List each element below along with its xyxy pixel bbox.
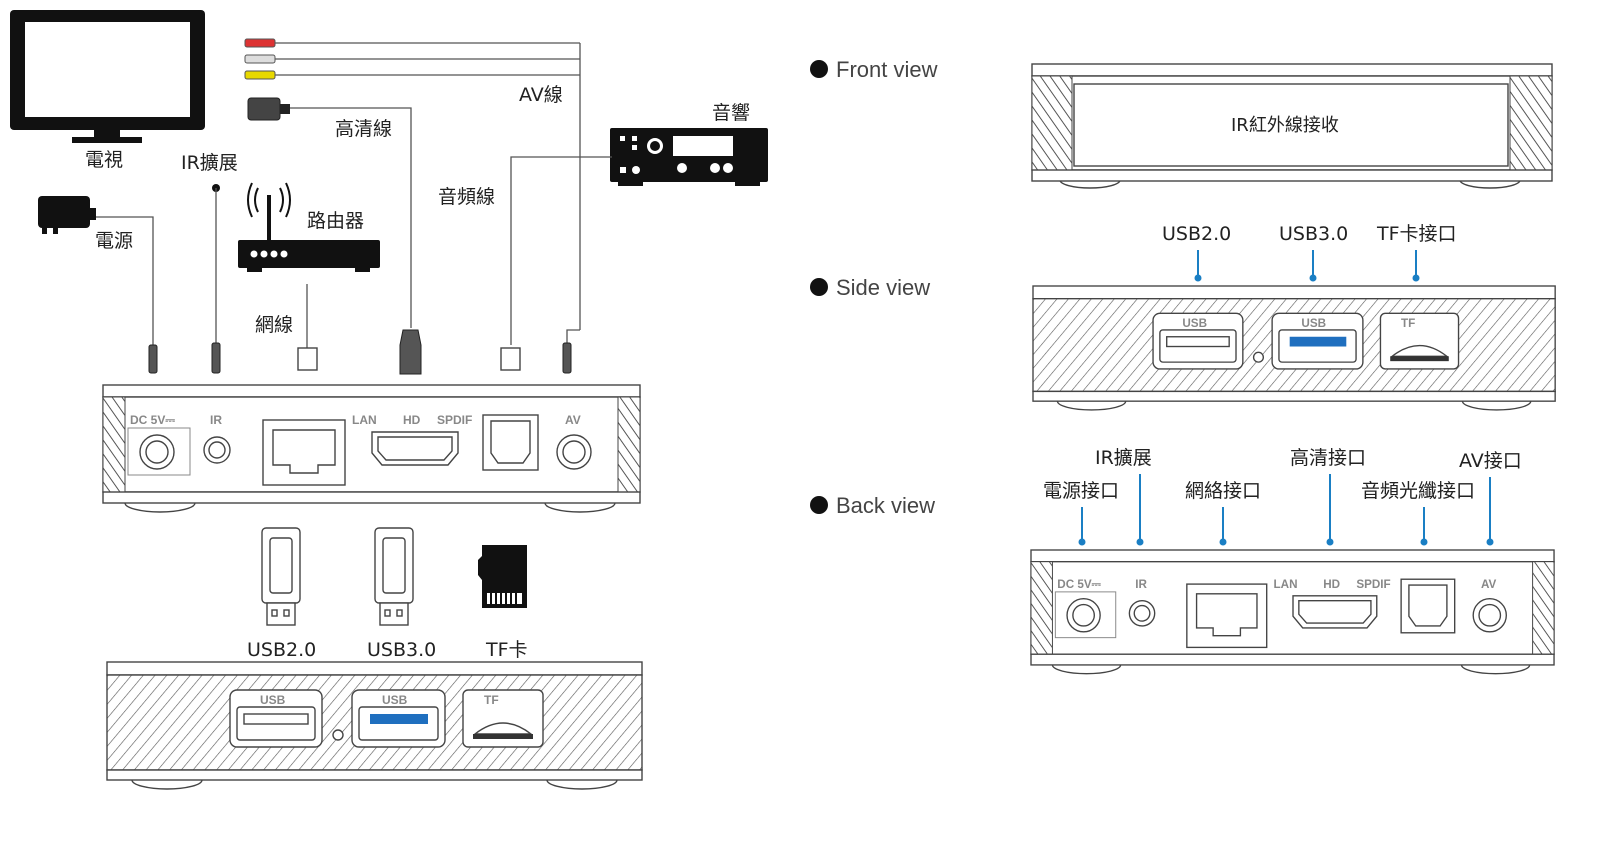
side-callout-lines: [1194, 250, 1420, 282]
usb3-label: USB3.0: [367, 639, 436, 661]
front-view-bullet: [810, 60, 828, 78]
port-label-lan: LAN: [352, 413, 377, 427]
back-callout-power: 電源接口: [1043, 480, 1119, 502]
back-view-port-label-dc: DC 5V⎓: [1057, 578, 1101, 591]
front-view-label: Front view: [836, 57, 938, 82]
side-view-port-label-usb2: USB: [1182, 317, 1207, 330]
cable-plugs: [148, 329, 572, 375]
port-label-dc: DC 5V⎓: [130, 413, 175, 427]
side-callout-usb2: USB2.0: [1162, 223, 1231, 245]
side-view-bullet: [810, 278, 828, 296]
side-view-port-label-usb3: USB: [1301, 317, 1326, 330]
hdmi-cable-label: 高清線: [335, 118, 392, 140]
audio-system-label: 音響: [712, 102, 750, 124]
av-cable-icon: [244, 38, 581, 345]
back-callout-hdmi: 高清接口: [1290, 447, 1366, 469]
port-label-usb3: USB: [382, 693, 408, 707]
tf-label: TF卡: [485, 639, 528, 661]
tv-icon: [10, 10, 205, 143]
side-view-label: Side view: [836, 275, 930, 300]
front-view-panel: [1031, 63, 1553, 189]
back-panel-connection: DC 5V⎓ IR LAN HD SPDIF AV: [102, 384, 641, 513]
port-label-tf: TF: [484, 693, 499, 707]
port-label-spdif: SPDIF: [437, 413, 472, 427]
router-icon: [238, 182, 380, 272]
side-callout-tf: TF卡接口: [1376, 223, 1457, 245]
ir-extension-cable-icon: [212, 184, 220, 345]
audio-cable-label: 音頻線: [438, 186, 495, 208]
side-panel-connection: USB USB TF: [106, 661, 643, 790]
audio-system-icon: [610, 128, 768, 186]
ir-receiver-label: IR紅外線接收: [1231, 115, 1339, 136]
usb3-stick-icon: [374, 527, 414, 626]
tv-label: 電視: [85, 149, 123, 171]
power-label: 電源: [95, 230, 133, 252]
back-view-port-label-ir: IR: [1135, 578, 1147, 591]
router-label: 路由器: [307, 210, 364, 232]
back-callout-lines: [1078, 474, 1494, 546]
side-view-panel: USB USB TF: [1032, 285, 1556, 411]
hdmi-cable-icon: [247, 97, 412, 328]
back-callout-spdif: 音頻光纖接口: [1361, 480, 1475, 502]
back-view-port-label-spdif: SPDIF: [1356, 578, 1390, 591]
port-label-hd: HD: [403, 413, 421, 427]
usb2-stick-icon: [261, 527, 301, 626]
tf-card-icon: [478, 545, 527, 608]
back-view-port-label-lan: LAN: [1274, 578, 1298, 591]
back-view-bullet: [810, 496, 828, 514]
side-callout-usb3: USB3.0: [1279, 223, 1348, 245]
back-view-port-label-hd: HD: [1323, 578, 1340, 591]
back-callout-av: AV接口: [1459, 450, 1522, 472]
back-callout-network: 網絡接口: [1185, 480, 1261, 502]
av-cable-label: AV線: [519, 84, 563, 106]
side-view-port-label-tf: TF: [1401, 317, 1415, 330]
network-cable-label: 網線: [255, 314, 293, 336]
back-view-label: Back view: [836, 493, 935, 518]
port-label-av: AV: [565, 413, 581, 427]
back-view-port-label-av: AV: [1481, 578, 1497, 591]
port-label-ir: IR: [210, 413, 222, 427]
back-callout-ir: IR擴展: [1095, 447, 1152, 469]
back-view-panel: DC 5V⎓ IR LAN HD SPDIF AV: [1030, 549, 1555, 675]
usb2-label: USB2.0: [247, 639, 316, 661]
port-label-usb2: USB: [260, 693, 286, 707]
ir-extension-label: IR擴展: [181, 152, 238, 174]
power-adapter-icon: [38, 196, 154, 345]
